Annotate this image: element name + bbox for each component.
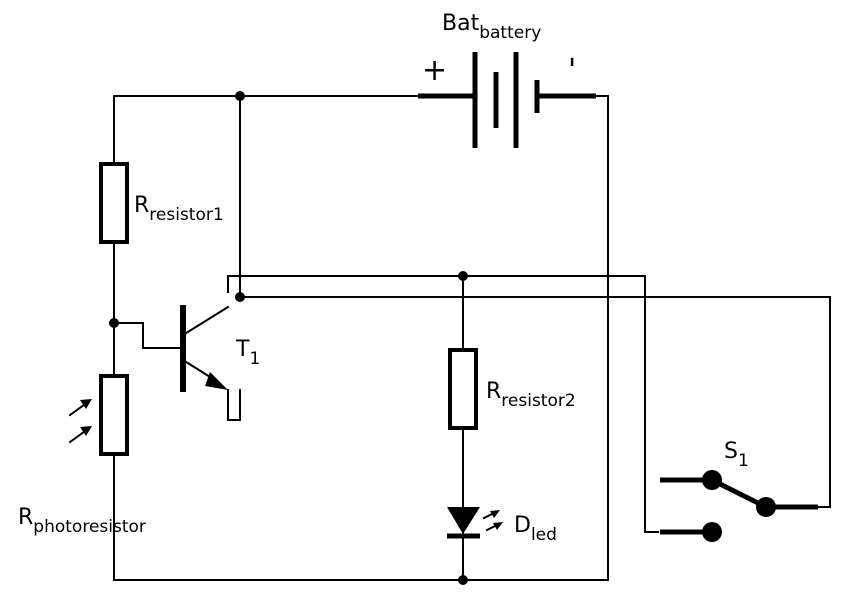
photoresistor-label: Rphotoresistor (18, 505, 146, 537)
wire-base (113, 322, 184, 349)
transistor-label: T1 (235, 337, 260, 369)
wire-collector-switch (239, 296, 831, 508)
battery-symbol (418, 52, 596, 148)
switch-symbol (660, 470, 818, 542)
transistor-symbol (180, 305, 230, 392)
resistor1 (99, 162, 129, 244)
light-arrows-icon (68, 399, 92, 444)
wire-left-rail (113, 95, 609, 581)
battery-plus-label: + (422, 53, 447, 88)
wire-top-right (595, 95, 609, 581)
led-symbol (447, 507, 503, 539)
resistor2 (448, 348, 478, 430)
battery-label: Batbattery (442, 11, 541, 43)
photoresistor (99, 374, 129, 456)
junction-dots (109, 91, 468, 585)
resistor1-label: Rresistor1 (134, 193, 224, 225)
wire-emitter-loop (227, 275, 659, 533)
led-label: Dled (514, 513, 557, 545)
resistor2-label: Rresistor2 (486, 379, 576, 411)
battery-minus-label: ' (568, 53, 576, 88)
switch-label: S1 (724, 439, 749, 471)
